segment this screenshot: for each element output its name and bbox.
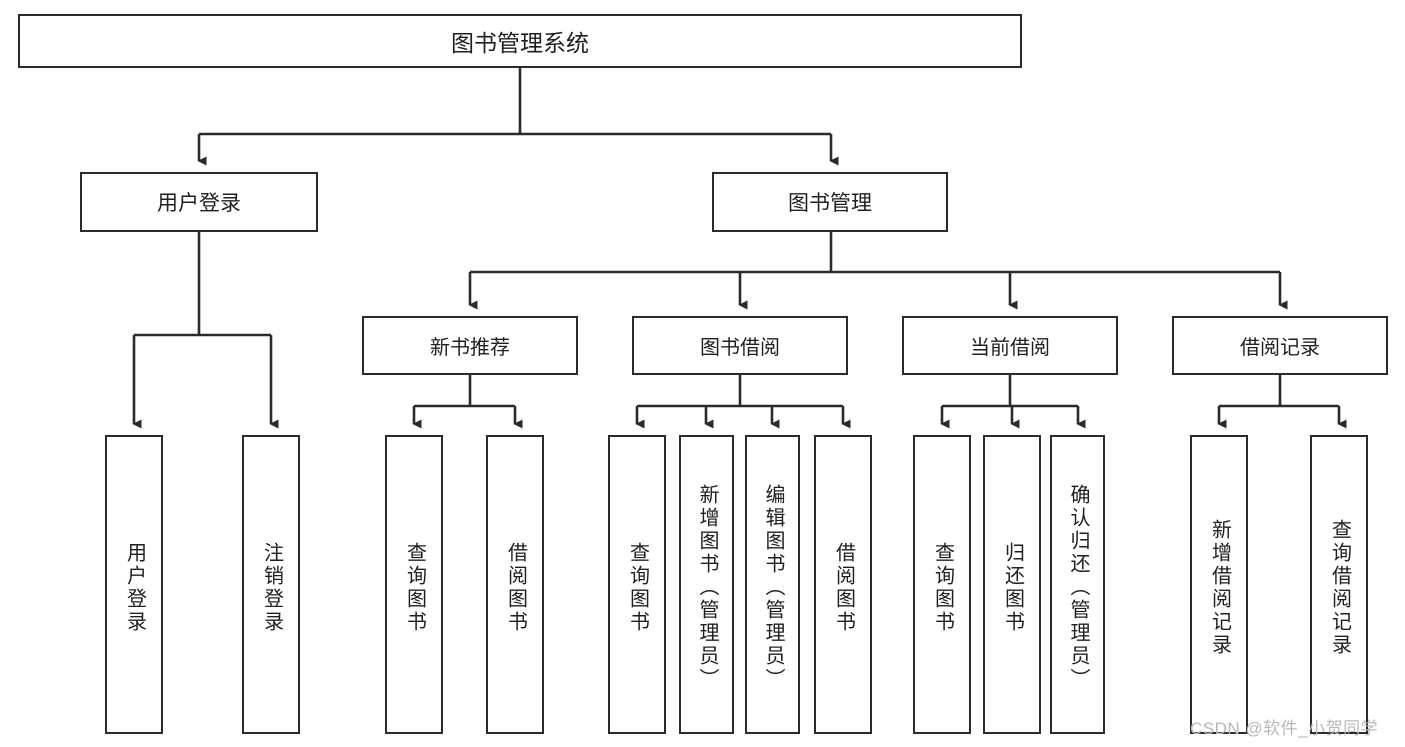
leaf-query-borrow-record-label: 查询借阅记录 — [1328, 518, 1351, 657]
leaf-add-borrow-record[interactable]: 新增借阅记录 — [1190, 435, 1248, 734]
node-book-management[interactable]: 图书管理 — [712, 172, 948, 232]
node-book-borrow[interactable]: 图书借阅 — [632, 316, 848, 375]
node-new-book-recommend[interactable]: 新书推荐 — [362, 316, 578, 375]
leaf-return-book[interactable]: 归还图书 — [983, 435, 1041, 734]
leaf-query-book-borrow-label: 查询图书 — [626, 541, 649, 634]
node-book-borrow-label: 图书借阅 — [700, 337, 780, 359]
node-book-management-label: 图书管理 — [788, 192, 872, 215]
node-user-login-label: 用户登录 — [157, 192, 241, 215]
node-current-borrow[interactable]: 当前借阅 — [902, 316, 1118, 375]
leaf-query-book-current[interactable]: 查询图书 — [913, 435, 971, 734]
csdn-watermark: CSDN @软件_小贺同学 — [1190, 719, 1379, 738]
leaf-edit-book-admin[interactable]: 编辑图书（管理员） — [745, 435, 800, 734]
leaf-logout-label: 注销登录 — [260, 541, 283, 634]
leaf-add-borrow-record-label: 新增借阅记录 — [1208, 518, 1231, 657]
node-new-book-recommend-label: 新书推荐 — [430, 337, 510, 359]
leaf-borrow-book-recommend[interactable]: 借阅图书 — [486, 435, 544, 734]
node-user-login[interactable]: 用户登录 — [80, 172, 318, 232]
leaf-user-login-label: 用户登录 — [123, 541, 146, 634]
leaf-borrow-book-label: 借阅图书 — [832, 541, 855, 634]
leaf-return-book-label: 归还图书 — [1001, 541, 1024, 634]
leaf-query-book-recommend-label: 查询图书 — [403, 541, 426, 634]
node-borrow-record[interactable]: 借阅记录 — [1172, 316, 1388, 375]
leaf-logout[interactable]: 注销登录 — [242, 435, 300, 734]
leaf-add-book-admin[interactable]: 新增图书（管理员） — [679, 435, 734, 734]
leaf-add-book-admin-label: 新增图书（管理员） — [696, 484, 718, 691]
leaf-query-book-borrow[interactable]: 查询图书 — [608, 435, 666, 734]
leaf-borrow-book-recommend-label: 借阅图书 — [504, 541, 527, 634]
leaf-query-book-recommend[interactable]: 查询图书 — [385, 435, 443, 734]
leaf-query-borrow-record[interactable]: 查询借阅记录 — [1310, 435, 1368, 734]
node-root[interactable]: 图书管理系统 — [18, 14, 1022, 68]
leaf-confirm-return-admin[interactable]: 确认归还（管理员） — [1050, 435, 1105, 734]
node-borrow-record-label: 借阅记录 — [1240, 337, 1320, 359]
leaf-borrow-book[interactable]: 借阅图书 — [814, 435, 872, 734]
leaf-edit-book-admin-label: 编辑图书（管理员） — [762, 484, 784, 691]
leaf-confirm-return-admin-label: 确认归还（管理员） — [1067, 484, 1089, 691]
node-current-borrow-label: 当前借阅 — [970, 337, 1050, 359]
leaf-query-book-current-label: 查询图书 — [931, 541, 954, 634]
node-root-label: 图书管理系统 — [451, 30, 589, 56]
leaf-user-login[interactable]: 用户登录 — [105, 435, 163, 734]
